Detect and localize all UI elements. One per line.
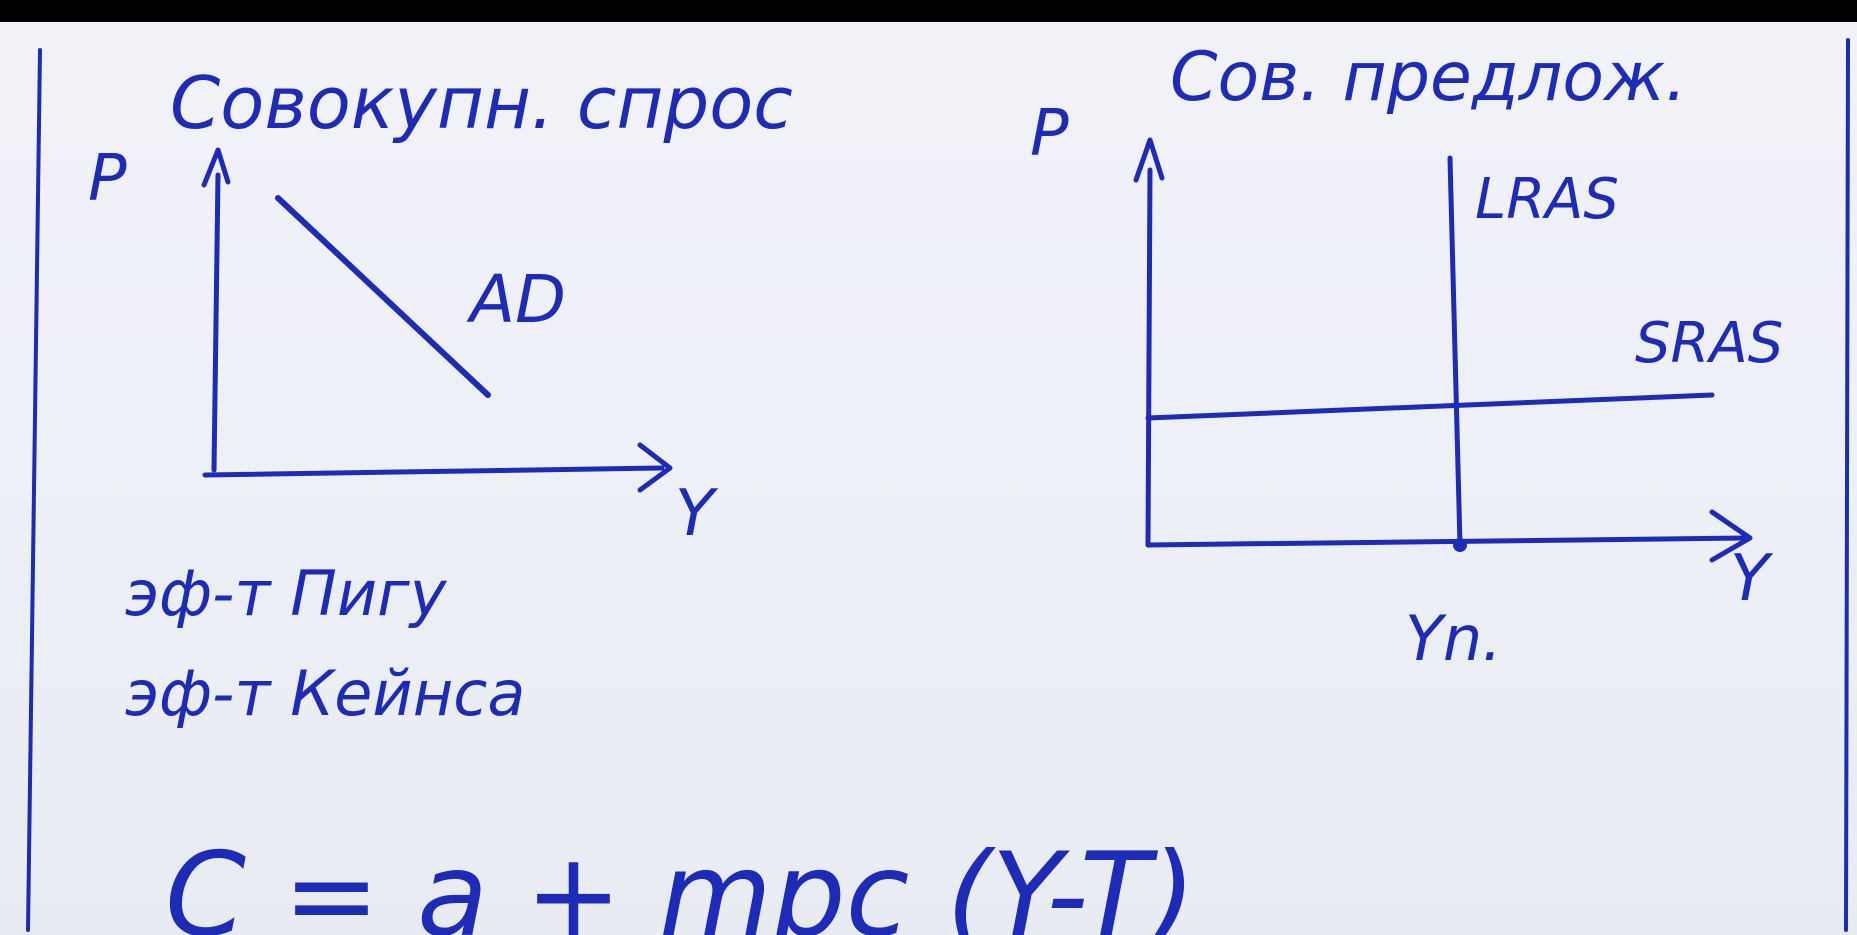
ad-y-axis-arrow [201,147,231,188]
ad-x-axis [202,465,665,478]
left-margin-line [26,48,42,932]
ad-y-axis [211,172,221,473]
ad-curve-label: AD [466,261,566,338]
as-y-axis-arrow [1133,137,1165,183]
right-margin-line [1844,38,1850,932]
as-p-axis-label: P [1030,97,1069,171]
consumption-formula: C = a + mpc (Y-T) [165,828,1196,935]
as-x-axis-arrow [1709,509,1753,563]
ad-curve [275,195,491,398]
yn-point [1453,538,1467,552]
ad-x-axis-arrow [637,442,673,493]
as-x-axis [1145,535,1748,548]
as-heading: Сов. предлож. [1170,38,1687,117]
sras-line [1145,392,1715,421]
ad-y-output-label: Y [675,477,719,551]
keynes-effect-note: эф-т Кейнса [125,657,525,730]
pigou-effect-note: эф-т Пигу [125,557,448,630]
ad-p-axis-label: P [88,142,127,216]
as-y-output-label: Y [1730,542,1774,616]
ad-heading: Совокупн. спрос [170,61,793,145]
sras-label: SRAS [1635,311,1783,376]
lras-line [1447,155,1463,548]
as-y-axis [1145,167,1153,548]
paper-sheet [0,22,1857,935]
yn-label: Yn. [1405,602,1502,675]
lras-label: LRAS [1475,167,1619,232]
